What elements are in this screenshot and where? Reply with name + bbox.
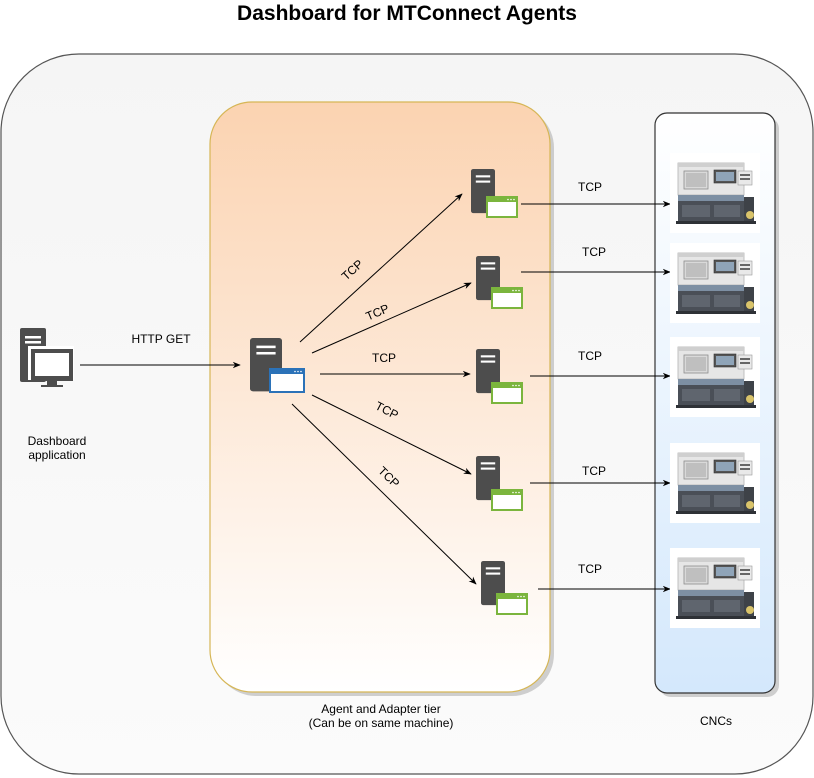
cnc-machine-image-5	[669, 547, 761, 629]
tcp-label-cnc-2: TCP	[582, 245, 606, 259]
tcp-arrow-agent-adapter-5	[291, 403, 477, 585]
tcp-label-agent-3: TCP	[372, 351, 396, 365]
diagram-title: Dashboard for MTConnect Agents	[237, 2, 577, 25]
cnc-machine-image-4	[669, 442, 761, 524]
tcp-arrow-agent-adapter-4	[311, 394, 472, 475]
cnc-machine-image-2	[669, 242, 761, 324]
tcp-arrow-agent-adapter-2	[311, 282, 472, 354]
dashboard-label-line2: application	[28, 448, 85, 462]
cnc-group-label: CNCs	[700, 714, 732, 728]
tcp-label-cnc-5: TCP	[578, 562, 602, 576]
tcp-label-cnc-4: TCP	[582, 464, 606, 478]
agent-tier-label-line2: (Can be on same machine)	[309, 716, 454, 730]
http-get-label: HTTP GET	[131, 332, 191, 346]
tcp-label-cnc-1: TCP	[578, 180, 602, 194]
dashboard-label-line1: Dashboard	[28, 434, 87, 448]
agent-tier-label-line1: Agent and Adapter tier	[321, 702, 440, 716]
cnc-machine-image-3	[669, 336, 761, 418]
tcp-arrow-agent-adapter-1	[299, 193, 463, 343]
cnc-machine-image-1	[669, 152, 761, 234]
agent-tier-box	[209, 101, 551, 693]
tcp-label-cnc-3: TCP	[578, 349, 602, 363]
dashboard-application-icon	[20, 328, 74, 387]
